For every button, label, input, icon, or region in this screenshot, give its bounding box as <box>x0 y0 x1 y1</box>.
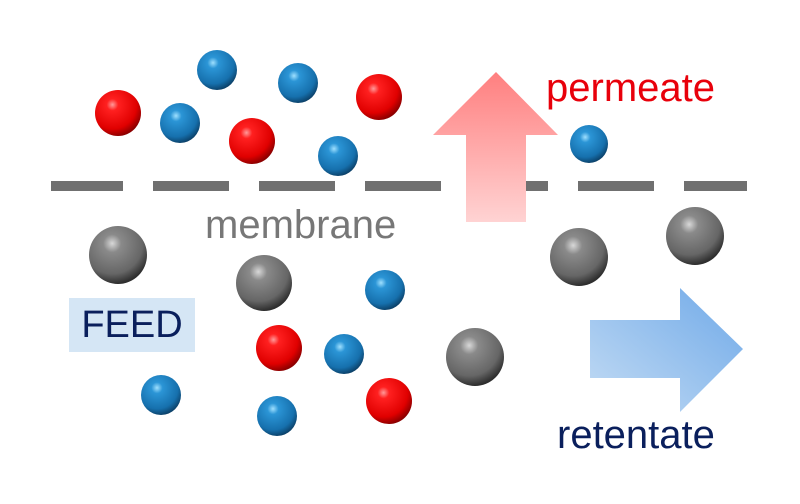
feed-label: FEED <box>69 298 195 352</box>
blue-particle <box>257 396 297 436</box>
blue-particle <box>570 125 608 163</box>
permeate-arrow <box>433 72 558 222</box>
gray-particle <box>550 228 608 286</box>
membrane-segment <box>259 181 335 191</box>
membrane-segment <box>365 181 441 191</box>
blue-particle <box>141 375 181 415</box>
membrane-label: membrane <box>205 203 397 247</box>
blue-particle <box>365 270 405 310</box>
membrane <box>51 181 747 191</box>
red-particle <box>256 325 302 371</box>
red-particle <box>356 74 402 120</box>
membrane-segment <box>684 181 747 191</box>
blue-particle <box>278 63 318 103</box>
membrane-segment <box>51 181 123 191</box>
membrane-segment <box>578 181 654 191</box>
retentate-arrow <box>590 288 743 412</box>
blue-particle <box>197 50 237 90</box>
red-particle <box>366 378 412 424</box>
permeate-label: permeate <box>546 66 715 110</box>
red-particle <box>95 90 141 136</box>
gray-particle <box>446 328 504 386</box>
feed-particles <box>89 207 724 436</box>
blue-particle <box>318 136 358 176</box>
gray-particle <box>89 226 147 284</box>
blue-particle <box>324 334 364 374</box>
gray-particle <box>666 207 724 265</box>
red-particle <box>229 118 275 164</box>
membrane-segment <box>153 181 229 191</box>
membrane-segment <box>525 181 548 191</box>
retentate-label: retentate <box>557 413 715 457</box>
permeate-particles <box>95 50 608 176</box>
blue-particle <box>160 103 200 143</box>
gray-particle <box>236 255 292 311</box>
